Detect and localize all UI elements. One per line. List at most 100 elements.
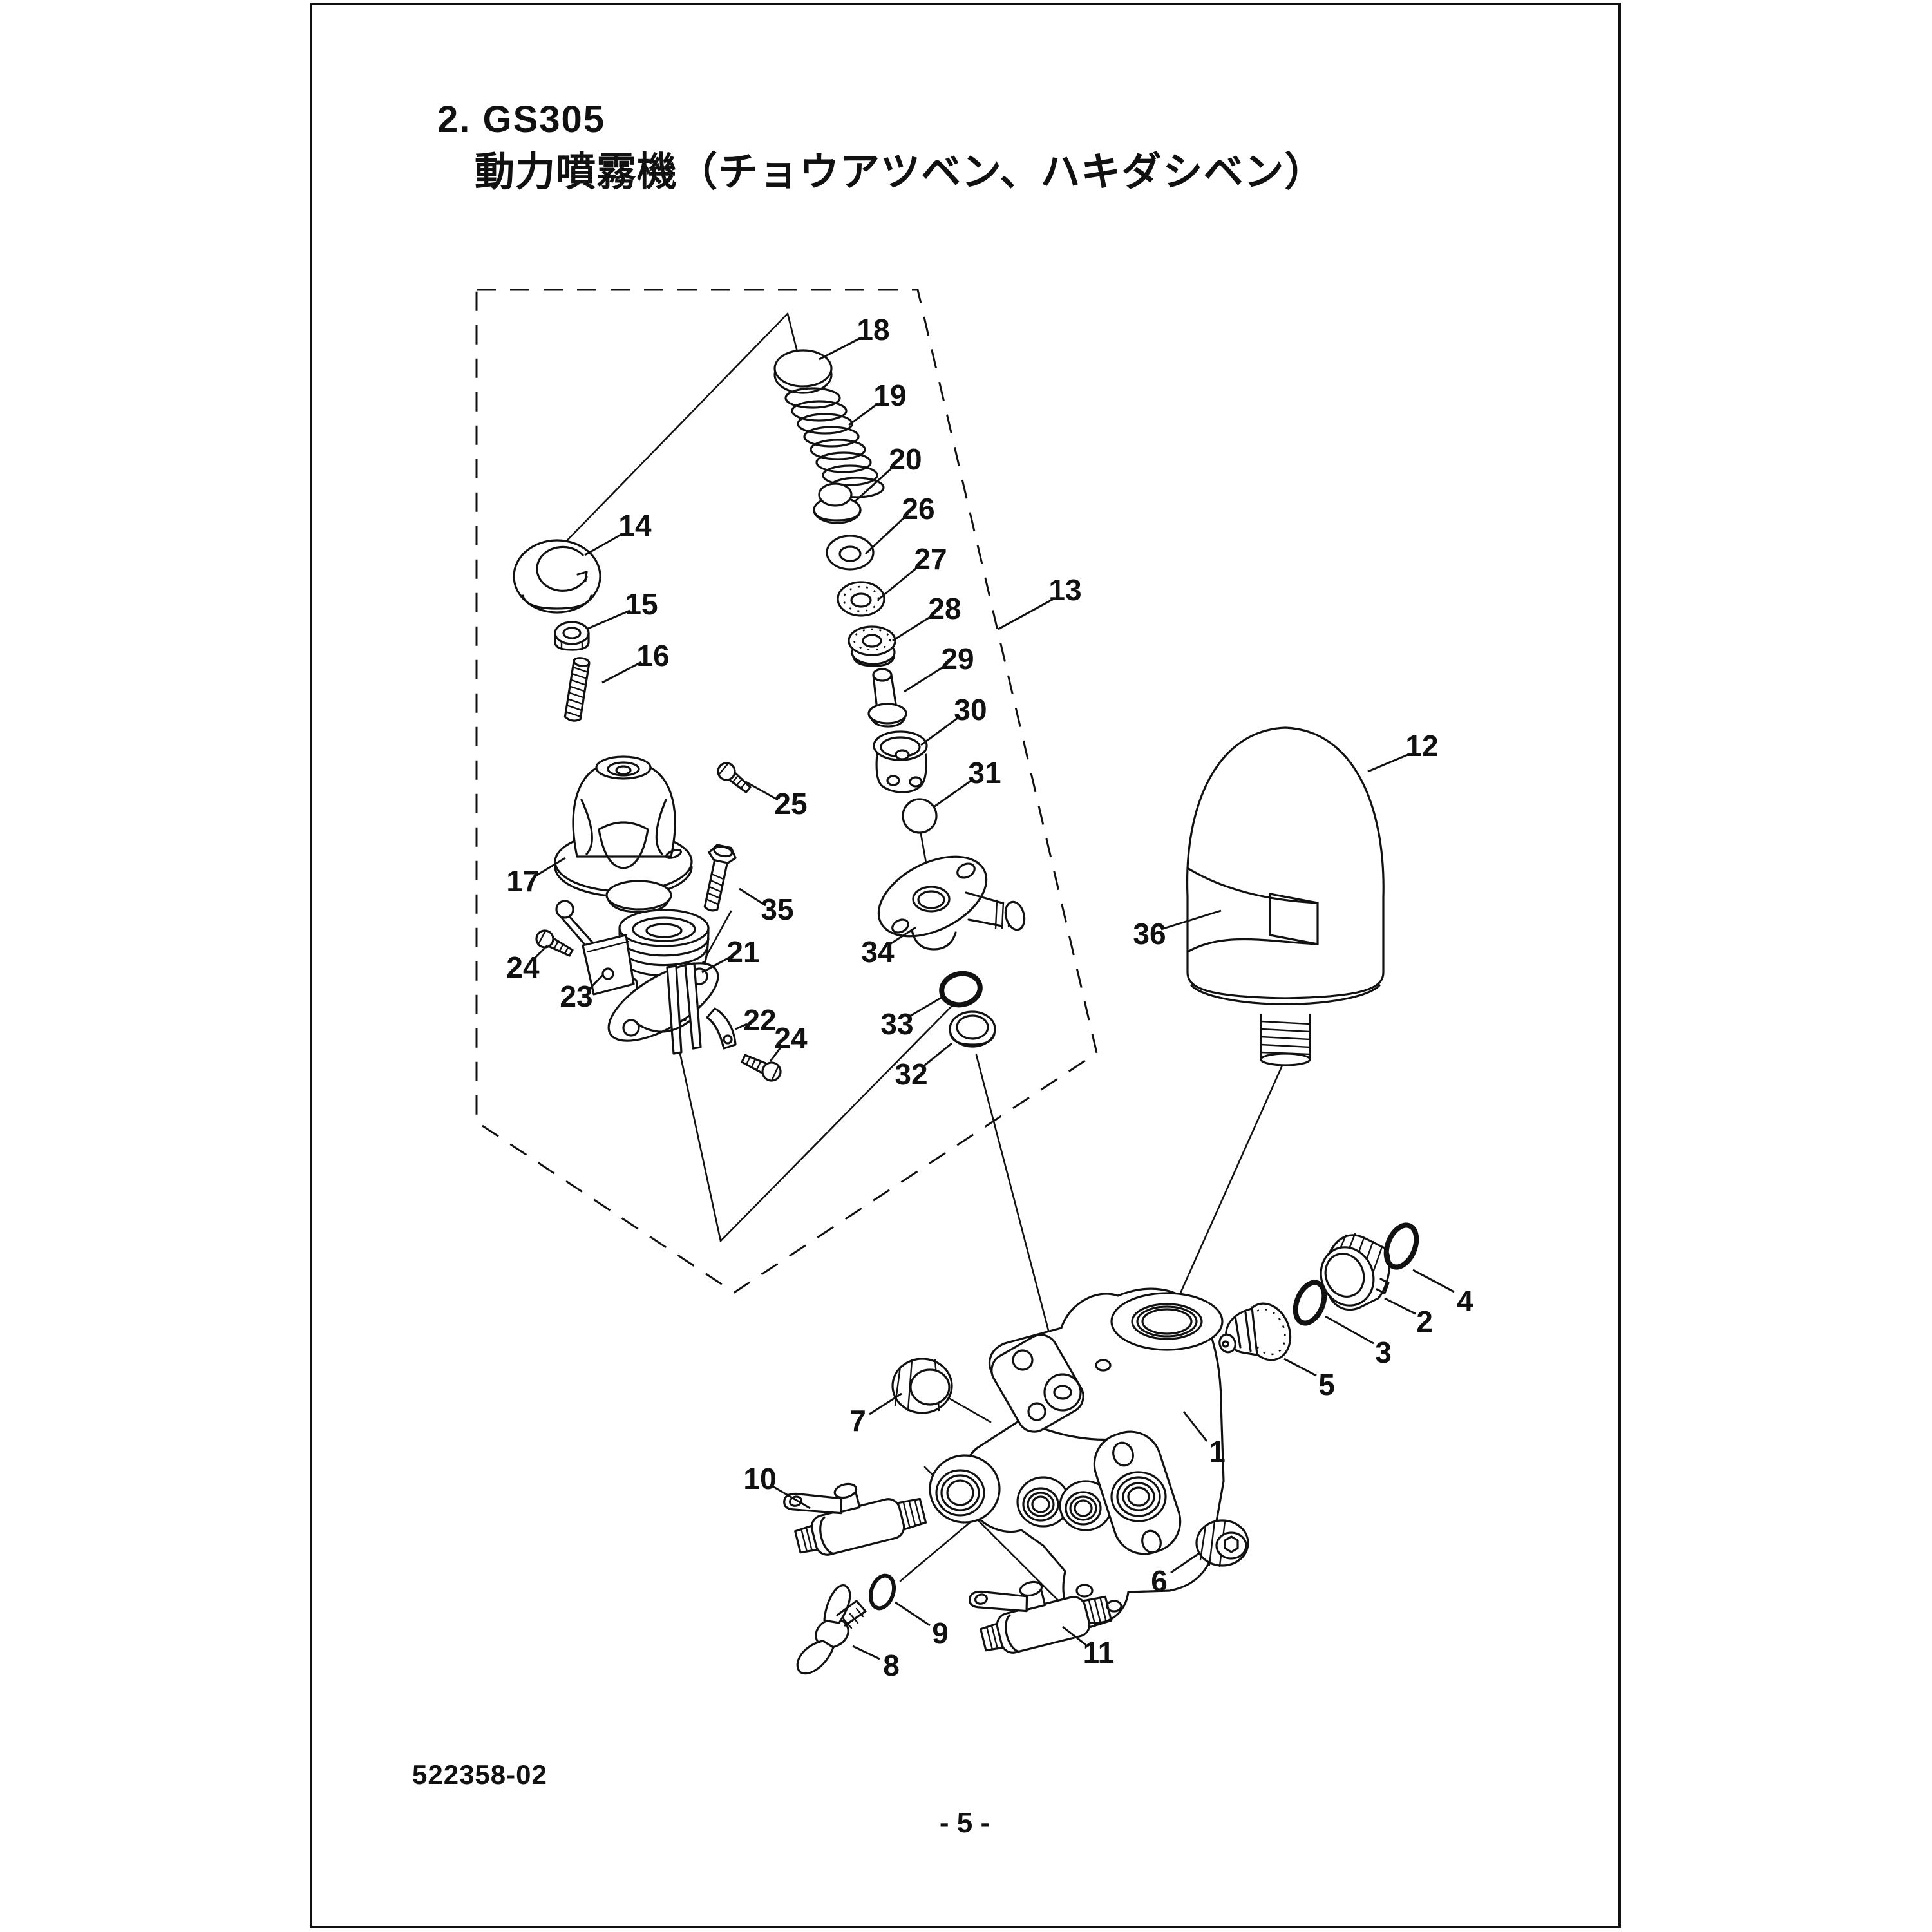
callout-22: 22 xyxy=(735,1003,777,1037)
part-ball-31 xyxy=(902,798,938,834)
callout-34: 34 xyxy=(861,926,916,969)
svg-text:33: 33 xyxy=(880,1007,913,1041)
part-oring-9 xyxy=(868,1573,896,1611)
part-manifold-body-1 xyxy=(929,1287,1225,1624)
part-screw-24-right xyxy=(741,1054,782,1082)
callout-24: 24 xyxy=(769,1021,808,1062)
callout-8: 8 xyxy=(852,1645,900,1682)
callout-31: 31 xyxy=(933,756,1001,808)
svg-text:21: 21 xyxy=(726,935,759,969)
callout-9: 9 xyxy=(895,1601,949,1650)
part-cap-18 xyxy=(773,349,833,394)
callout-18: 18 xyxy=(819,313,890,361)
svg-text:31: 31 xyxy=(968,756,1001,790)
callout-26: 26 xyxy=(864,492,935,555)
svg-text:27: 27 xyxy=(914,542,947,576)
part-knob-17 xyxy=(554,755,693,913)
svg-text:17: 17 xyxy=(506,864,539,898)
svg-text:19: 19 xyxy=(873,379,906,412)
callout-labels: 1234567891011121314151617181920212223242… xyxy=(506,313,1473,1682)
svg-text:20: 20 xyxy=(889,442,922,476)
part-screw-24-left xyxy=(535,929,574,957)
part-spring-19 xyxy=(784,387,885,498)
svg-text:35: 35 xyxy=(761,893,793,926)
callout-35: 35 xyxy=(739,887,794,926)
callout-13: 13 xyxy=(998,573,1082,630)
part-plug-6 xyxy=(1195,1519,1249,1567)
part-packing-27 xyxy=(837,581,886,617)
part-ball-valve-10 xyxy=(783,1482,927,1556)
callout-6: 6 xyxy=(1151,1552,1200,1598)
callout-10: 10 xyxy=(743,1462,811,1510)
svg-text:25: 25 xyxy=(774,787,807,820)
part-spring-seat-20 xyxy=(813,482,862,524)
svg-text:15: 15 xyxy=(625,587,658,621)
part-valve-5 xyxy=(1218,1302,1292,1361)
svg-text:13: 13 xyxy=(1048,573,1081,607)
svg-text:23: 23 xyxy=(560,980,592,1013)
page-number: - 5 - xyxy=(939,1807,990,1839)
part-nut-15 xyxy=(554,621,590,651)
callout-30: 30 xyxy=(920,693,987,746)
svg-text:8: 8 xyxy=(883,1649,900,1682)
part-cylinder-21 xyxy=(607,909,719,1055)
svg-text:1: 1 xyxy=(1209,1435,1226,1468)
callout-20: 20 xyxy=(853,442,922,504)
svg-text:9: 9 xyxy=(932,1616,949,1650)
part-stopper-22 xyxy=(706,1007,737,1050)
svg-text:30: 30 xyxy=(954,693,987,726)
svg-text:14: 14 xyxy=(618,509,652,542)
part-oring-4 xyxy=(1383,1222,1419,1270)
svg-text:26: 26 xyxy=(902,492,934,526)
part-oring-3 xyxy=(1293,1280,1327,1326)
callout-1: 1 xyxy=(1182,1411,1226,1468)
part-stud-16 xyxy=(564,657,591,722)
page-subtitle: 動力噴霧機（チョウアツベン、ハキダシベン） xyxy=(475,150,1325,194)
callout-19: 19 xyxy=(848,379,907,426)
part-valve-body-34 xyxy=(877,855,1026,951)
svg-text:5: 5 xyxy=(1318,1368,1335,1401)
svg-text:24: 24 xyxy=(506,951,540,984)
svg-text:4: 4 xyxy=(1457,1284,1473,1318)
part-screw-25 xyxy=(717,762,752,793)
callout-36: 36 xyxy=(1133,909,1222,951)
callout-14: 14 xyxy=(584,509,652,556)
part-wing-fitting-8 xyxy=(796,1584,867,1675)
callout-7: 7 xyxy=(849,1392,902,1437)
callout-28: 28 xyxy=(892,592,961,642)
callout-21: 21 xyxy=(701,935,760,974)
svg-text:16: 16 xyxy=(636,639,669,672)
callout-32: 32 xyxy=(895,1042,952,1091)
svg-text:18: 18 xyxy=(857,313,889,346)
callout-29: 29 xyxy=(904,642,974,693)
svg-text:3: 3 xyxy=(1375,1336,1392,1369)
part-oring-33 xyxy=(939,971,983,1008)
callout-2: 2 xyxy=(1384,1297,1433,1338)
callout-3: 3 xyxy=(1325,1315,1392,1369)
svg-text:6: 6 xyxy=(1151,1564,1168,1598)
svg-text:36: 36 xyxy=(1133,917,1166,951)
drawing-code: 522358-02 xyxy=(412,1759,547,1790)
svg-text:24: 24 xyxy=(774,1021,808,1055)
callout-15: 15 xyxy=(587,587,658,630)
callout-24: 24 xyxy=(506,944,549,984)
svg-text:7: 7 xyxy=(849,1404,866,1437)
callout-11: 11 xyxy=(1062,1625,1114,1669)
part-seal-ring-32 xyxy=(949,1010,996,1048)
callout-16: 16 xyxy=(601,639,670,684)
part-lever-23 xyxy=(555,900,635,996)
svg-text:32: 32 xyxy=(895,1057,927,1091)
callout-33: 33 xyxy=(880,996,942,1041)
part-cap-14 xyxy=(513,539,601,614)
svg-text:12: 12 xyxy=(1405,729,1438,762)
callout-23: 23 xyxy=(560,974,604,1013)
svg-text:29: 29 xyxy=(941,642,974,676)
page-border xyxy=(310,3,1621,1928)
subassembly-13-boundary xyxy=(475,289,1098,1294)
part-bolt-35 xyxy=(703,844,737,912)
callout-4: 4 xyxy=(1412,1269,1473,1318)
part-washer-26 xyxy=(826,535,875,571)
svg-text:28: 28 xyxy=(928,592,961,625)
part-accumulator-12 xyxy=(1186,726,1385,1066)
